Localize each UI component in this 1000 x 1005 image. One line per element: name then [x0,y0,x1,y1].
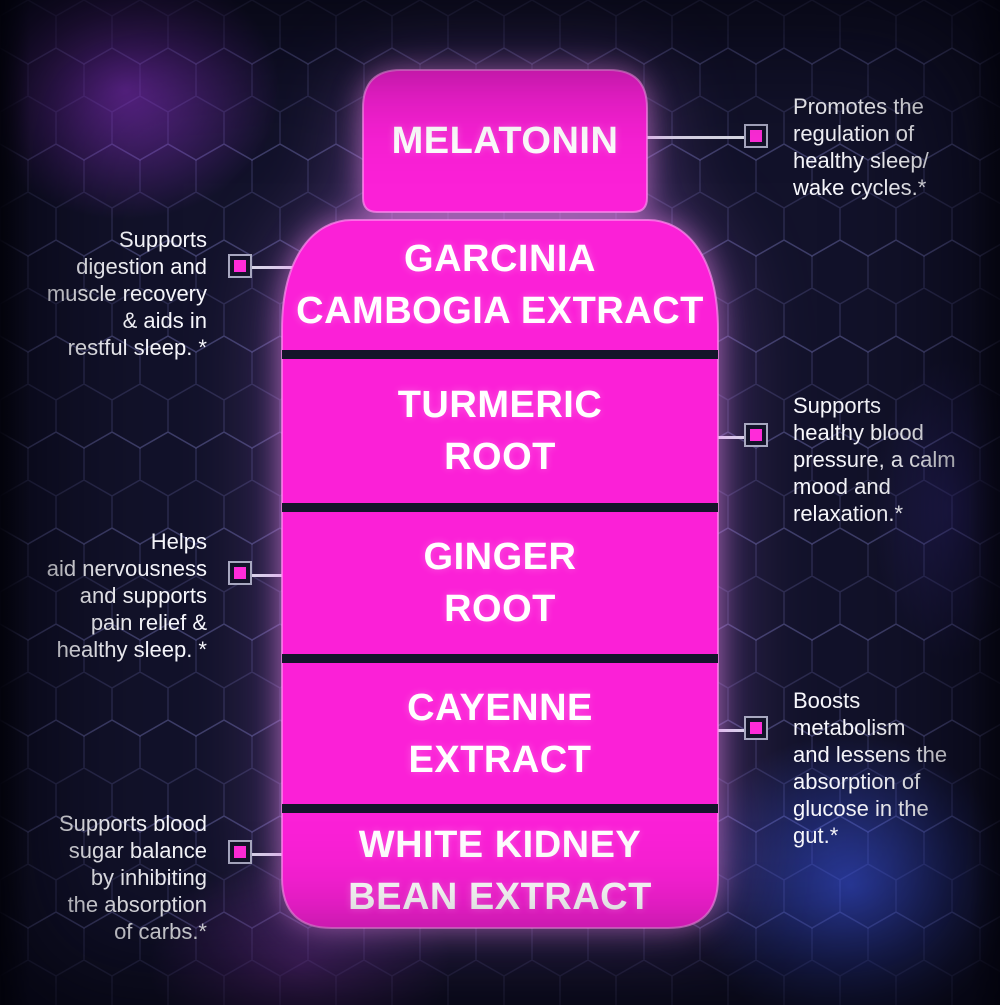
callout-marker-garcinia [230,256,250,276]
callout-text-turmeric: Supports healthy blood pressure, a calm … [793,393,956,526]
callout-text-cayenne: Boosts metabolism and lessens the absorp… [793,688,948,848]
callout-text-melatonin: Promotes the regulation of healthy sleep… [793,94,929,200]
bottle-section-white-kidney: WHITE KIDNEY BEAN EXTRACT [348,823,652,918]
bottle-section-turmeric: TURMERIC ROOT [397,384,603,478]
callout-marker-cayenne [746,718,766,738]
callout-text-garcinia: Supports digestion and muscle recovery &… [46,227,207,360]
callout-marker-melatonin [746,126,766,146]
callout-marker-white-kidney [230,842,250,862]
bottle-section-cayenne: CAYENNE EXTRACT [407,686,593,781]
callout-marker-turmeric [746,425,766,445]
callout-marker-ginger [230,563,250,583]
bottle-section-ginger: GINGER ROOT [423,536,577,630]
callout-text-white-kidney: Supports blood sugar balance by inhibiti… [59,811,207,944]
bottle-section-garcinia: GARCINIA CAMBOGIA EXTRACT [296,238,704,332]
callout-text-ginger: Helps aid nervousness and supports pain … [46,529,207,662]
bottle-section-melatonin: MELATONIN [391,120,619,162]
